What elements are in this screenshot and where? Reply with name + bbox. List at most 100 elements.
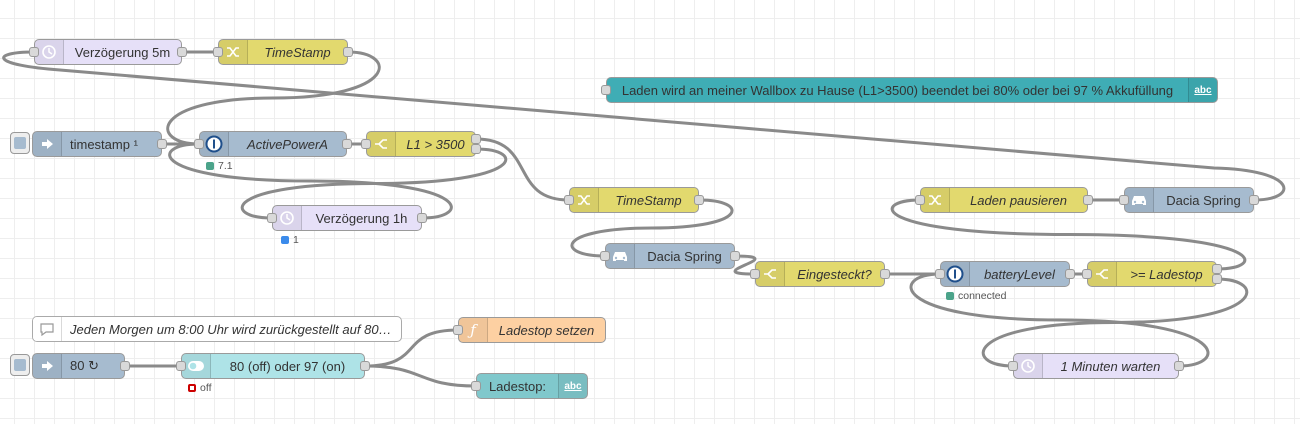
toggle-icon xyxy=(182,354,211,378)
timer-icon xyxy=(1014,354,1043,378)
node-port[interactable] xyxy=(194,139,204,149)
switch-node-eingesteckt[interactable]: Eingesteckt? xyxy=(755,261,885,287)
vehicle-status-node-batterylevel[interactable]: batteryLevel xyxy=(940,261,1070,287)
status-dot xyxy=(946,292,954,300)
wire xyxy=(364,328,459,368)
node-port[interactable] xyxy=(29,47,39,57)
node-port[interactable] xyxy=(1119,195,1129,205)
status-dot xyxy=(206,162,214,170)
node-port[interactable] xyxy=(1212,264,1222,274)
change-node-laden-pausieren[interactable]: Laden pausieren xyxy=(920,187,1088,213)
node-port[interactable] xyxy=(935,269,945,279)
node-label: >= Ladestop xyxy=(1130,266,1203,282)
node-label: Laden wird an meiner Wallbox zu Hause (L… xyxy=(621,82,1174,98)
node-label: L1 > 3500 xyxy=(406,136,465,152)
node-port[interactable] xyxy=(360,361,370,371)
node-status: connected xyxy=(946,290,1006,302)
vehicle-node-dacia-spring-2[interactable]: Dacia Spring xyxy=(1124,187,1254,213)
vehicle-status-node-activepower[interactable]: ActivePowerA xyxy=(199,131,347,157)
node-port[interactable] xyxy=(600,251,610,261)
node-port[interactable] xyxy=(750,269,760,279)
shuffle-icon xyxy=(921,188,950,212)
car-icon xyxy=(606,244,635,268)
timer-icon xyxy=(273,206,302,230)
inject-trigger-button-80[interactable] xyxy=(10,354,30,376)
node-port[interactable] xyxy=(471,381,481,391)
text-abc-icon: abc xyxy=(558,374,587,398)
node-port[interactable] xyxy=(564,195,574,205)
node-status: off xyxy=(188,382,211,394)
node-label: timestamp ¹ xyxy=(70,136,138,152)
node-port[interactable] xyxy=(267,213,277,223)
timer-icon xyxy=(35,40,64,64)
node-status: 7.1 xyxy=(206,160,233,172)
switch-ui-node-toggle[interactable]: 80 (off) oder 97 (on) xyxy=(181,353,365,379)
node-port[interactable] xyxy=(471,144,481,154)
node-port[interactable] xyxy=(730,251,740,261)
node-label: 80 (off) oder 97 (on) xyxy=(229,358,346,374)
change-node-timestamp[interactable]: TimeStamp xyxy=(218,39,348,65)
node-port[interactable] xyxy=(915,195,925,205)
node-port[interactable] xyxy=(471,134,481,144)
arrow-right-icon xyxy=(33,132,62,156)
wire xyxy=(909,272,1210,368)
node-port[interactable] xyxy=(342,139,352,149)
inject-node-80[interactable]: 80 ↻ xyxy=(32,353,125,379)
shuffle-icon xyxy=(570,188,599,212)
node-port[interactable] xyxy=(453,325,463,335)
switch-node-l1[interactable]: L1 > 3500 xyxy=(366,131,476,157)
inject-trigger-button[interactable] xyxy=(10,132,30,154)
function-icon: ƒ xyxy=(459,318,488,342)
node-label: Eingesteckt? xyxy=(797,266,872,282)
node-port[interactable] xyxy=(176,361,186,371)
node-port[interactable] xyxy=(177,47,187,57)
text-ui-node-info[interactable]: Laden wird an meiner Wallbox zu Hause (L… xyxy=(606,77,1218,103)
delay-node-1h[interactable]: Verzögerung 1h xyxy=(272,205,422,231)
car-icon xyxy=(1125,188,1154,212)
node-port[interactable] xyxy=(1174,361,1184,371)
wire xyxy=(570,198,734,258)
node-port[interactable] xyxy=(1212,274,1222,284)
wire xyxy=(364,364,477,388)
wire xyxy=(2,50,1286,202)
info-icon xyxy=(200,132,229,156)
node-port[interactable] xyxy=(417,213,427,223)
delay-node-1-minute[interactable]: 1 Minuten warten xyxy=(1013,353,1179,379)
node-label: 80 ↻ xyxy=(70,358,99,373)
node-port[interactable] xyxy=(1249,195,1259,205)
node-label: Ladestop setzen xyxy=(498,322,595,338)
node-label: Dacia Spring xyxy=(647,248,722,264)
text-ui-node-ladestop[interactable]: Ladestop: abc xyxy=(476,373,588,399)
node-label: ActivePowerA xyxy=(247,136,328,152)
change-node-timestamp-2[interactable]: TimeStamp xyxy=(569,187,699,213)
switch-node-ladestop[interactable]: >= Ladestop xyxy=(1087,261,1217,287)
node-port[interactable] xyxy=(1065,269,1075,279)
node-port[interactable] xyxy=(1083,195,1093,205)
node-port[interactable] xyxy=(213,47,223,57)
node-label: Laden pausieren xyxy=(970,192,1067,208)
inject-node-timestamp[interactable]: timestamp ¹ xyxy=(32,131,162,157)
status-ring xyxy=(188,384,196,392)
status-text: 7.1 xyxy=(218,160,233,172)
node-port[interactable] xyxy=(880,269,890,279)
comment-icon xyxy=(33,317,62,341)
node-port[interactable] xyxy=(120,361,130,371)
node-status: 1 xyxy=(281,234,299,246)
node-port[interactable] xyxy=(343,47,353,57)
node-port[interactable] xyxy=(694,195,704,205)
function-node-ladestop-setzen[interactable]: ƒ Ladestop setzen xyxy=(458,317,606,343)
vehicle-node-dacia-spring[interactable]: Dacia Spring xyxy=(605,243,735,269)
node-label: batteryLevel xyxy=(984,266,1055,282)
shuffle-icon xyxy=(219,40,248,64)
node-port[interactable] xyxy=(157,139,167,149)
comment-node[interactable]: Jeden Morgen um 8:00 Uhr wird zurückgest… xyxy=(32,316,402,342)
delay-node-5m[interactable]: Verzögerung 5m xyxy=(34,39,182,65)
node-port[interactable] xyxy=(1082,269,1092,279)
wire xyxy=(475,137,570,202)
node-label: Ladestop: xyxy=(488,378,547,394)
node-port[interactable] xyxy=(361,139,371,149)
node-port[interactable] xyxy=(601,85,611,95)
node-port[interactable] xyxy=(1008,361,1018,371)
wire xyxy=(168,142,453,220)
node-label: TimeStamp xyxy=(264,44,331,60)
